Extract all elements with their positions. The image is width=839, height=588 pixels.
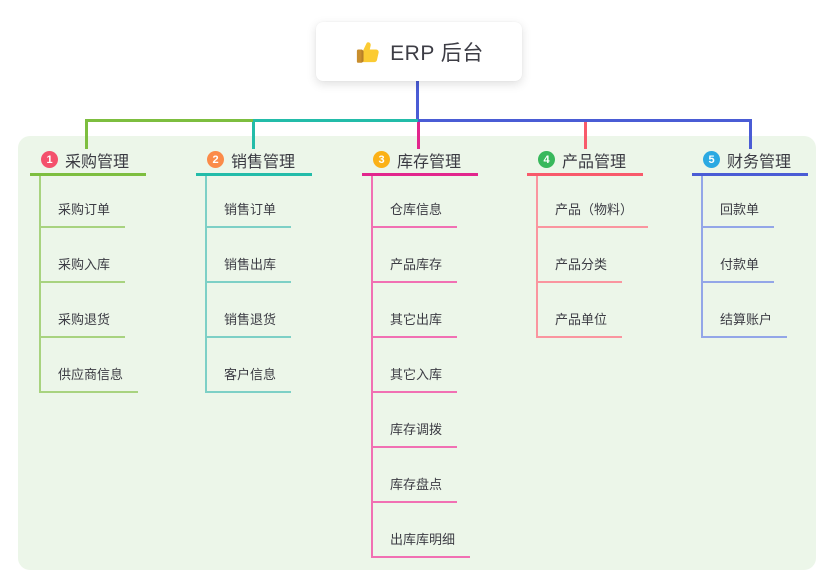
child-node[interactable]: 产品库存	[371, 228, 470, 283]
bus-connector-segment	[418, 119, 752, 122]
branch-label: 采购管理	[65, 153, 130, 171]
branch-drop-connector	[417, 119, 420, 149]
branch-number-badge: 3	[373, 151, 390, 168]
child-label: 库存盘点	[371, 474, 458, 503]
branch-header[interactable]: 2 销售管理	[196, 146, 312, 176]
child-label: 采购退货	[39, 309, 126, 338]
child-label: 其它入库	[371, 364, 458, 393]
child-node[interactable]: 其它入库	[371, 338, 470, 393]
root-connector	[416, 81, 419, 121]
child-label: 产品单位	[536, 309, 623, 338]
branch-number-badge: 1	[41, 151, 58, 168]
child-label: 付款单	[701, 254, 775, 283]
root-node[interactable]: ERP 后台	[316, 22, 522, 81]
branch-children: 采购订单采购入库采购退货供应商信息	[39, 176, 139, 393]
child-node[interactable]: 库存盘点	[371, 448, 470, 503]
child-node[interactable]: 销售退货	[205, 283, 292, 338]
child-label: 产品（物料）	[536, 199, 649, 228]
root-title: ERP 后台	[390, 41, 484, 65]
branch-header[interactable]: 4 产品管理	[527, 146, 643, 176]
branch-label: 库存管理	[397, 153, 462, 171]
thumbs-up-icon	[357, 41, 379, 63]
branch-number-badge: 5	[703, 151, 720, 168]
branch-header[interactable]: 5 财务管理	[692, 146, 808, 176]
child-label: 供应商信息	[39, 364, 139, 393]
child-label: 库存调拨	[371, 419, 458, 448]
branch-number-badge: 2	[207, 151, 224, 168]
branch-label: 销售管理	[231, 153, 296, 171]
bus-connector-segment	[253, 119, 418, 122]
child-node[interactable]: 销售出库	[205, 228, 292, 283]
branch-children: 销售订单销售出库销售退货客户信息	[205, 176, 292, 393]
background-panel	[18, 136, 816, 570]
branch-drop-connector	[252, 119, 255, 149]
child-label: 出库库明细	[371, 529, 471, 558]
branch-children: 仓库信息产品库存其它出库其它入库库存调拨库存盘点出库库明细	[371, 176, 471, 558]
child-node[interactable]: 出库库明细	[371, 503, 471, 558]
child-label: 回款单	[701, 199, 775, 228]
child-label: 采购订单	[39, 199, 126, 228]
child-label: 采购入库	[39, 254, 126, 283]
child-node[interactable]: 结算账户	[701, 283, 788, 338]
child-label: 其它出库	[371, 309, 458, 338]
child-label: 销售出库	[205, 254, 292, 283]
child-node[interactable]: 产品（物料）	[536, 176, 649, 228]
child-label: 产品分类	[536, 254, 623, 283]
child-node[interactable]: 采购退货	[39, 283, 138, 338]
branch-2: 2 销售管理销售订单销售出库销售退货客户信息	[196, 146, 312, 393]
child-node[interactable]: 供应商信息	[39, 338, 139, 393]
branch-drop-connector	[85, 119, 88, 149]
branch-1: 1 采购管理采购订单采购入库采购退货供应商信息	[30, 146, 146, 393]
child-node[interactable]: 仓库信息	[371, 176, 470, 228]
child-node[interactable]: 产品分类	[536, 228, 648, 283]
branch-header[interactable]: 3 库存管理	[362, 146, 478, 176]
child-label: 产品库存	[371, 254, 458, 283]
branch-header[interactable]: 1 采购管理	[30, 146, 146, 176]
child-node[interactable]: 付款单	[701, 228, 787, 283]
child-node[interactable]: 回款单	[701, 176, 787, 228]
branch-number-badge: 4	[538, 151, 555, 168]
branch-4: 4 产品管理产品（物料） 产品分类产品单位	[527, 146, 649, 338]
branch-drop-connector	[584, 119, 587, 149]
branch-drop-connector	[749, 119, 752, 149]
child-node[interactable]: 其它出库	[371, 283, 470, 338]
branch-label: 产品管理	[562, 153, 627, 171]
branch-5: 5 财务管理回款单付款单结算账户	[692, 146, 808, 338]
branch-children: 产品（物料） 产品分类产品单位	[536, 176, 649, 338]
child-label: 结算账户	[701, 309, 788, 338]
branch-label: 财务管理	[727, 153, 792, 171]
bus-connector-segment	[86, 119, 253, 122]
child-node[interactable]: 库存调拨	[371, 393, 470, 448]
child-label: 客户信息	[205, 364, 292, 393]
child-label: 销售订单	[205, 199, 292, 228]
branch-3: 3 库存管理仓库信息产品库存其它出库其它入库库存调拨库存盘点出库库明细	[362, 146, 478, 558]
child-node[interactable]: 销售订单	[205, 176, 292, 228]
child-label: 销售退货	[205, 309, 292, 338]
branch-children: 回款单付款单结算账户	[701, 176, 788, 338]
child-label: 仓库信息	[371, 199, 458, 228]
child-node[interactable]: 采购订单	[39, 176, 138, 228]
child-node[interactable]: 客户信息	[205, 338, 292, 393]
child-node[interactable]: 产品单位	[536, 283, 648, 338]
child-node[interactable]: 采购入库	[39, 228, 138, 283]
